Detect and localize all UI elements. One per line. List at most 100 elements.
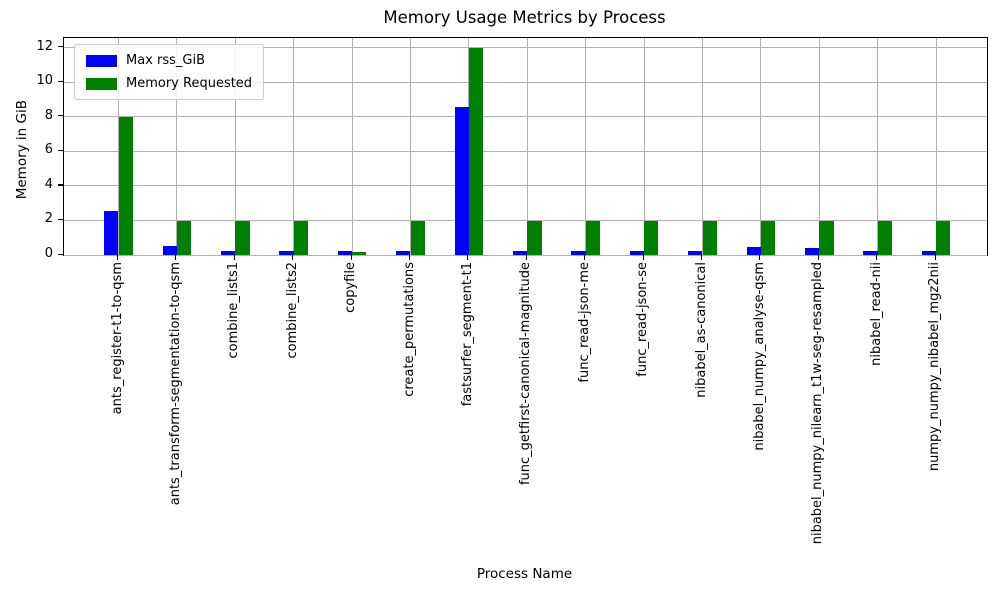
legend-item-max-rss: Max rss_GiB — [86, 53, 252, 68]
x-tick-label: fastsurfer_segment-t1 — [459, 262, 475, 407]
gridline-v — [410, 38, 411, 255]
x-tick-label: ants_transform-segmentation-to-qsm — [167, 262, 183, 506]
bar-max-rss — [921, 250, 937, 255]
y-tick-mark — [58, 80, 63, 82]
bar-memory-requested — [352, 251, 367, 255]
bar-max-rss — [220, 250, 236, 255]
legend-label-memory-requested: Memory Requested — [126, 76, 253, 91]
y-tick-mark — [58, 253, 63, 255]
x-tick-mark — [467, 255, 469, 260]
gridline-v — [293, 38, 295, 255]
gridline-v — [643, 38, 645, 255]
x-axis-label: Process Name — [476, 566, 573, 582]
x-tick-label: func_read-json-se — [635, 262, 651, 377]
gridline-v — [818, 38, 820, 255]
bar-memory-requested — [936, 221, 951, 255]
bar-max-rss — [863, 250, 878, 255]
x-tick-mark — [350, 255, 352, 260]
y-tick-label: 2 — [44, 211, 53, 227]
legend: Max rss_GiB Memory Requested — [74, 44, 265, 100]
x-tick-label: func_read-json-me — [576, 262, 592, 383]
bar-memory-requested — [644, 221, 659, 255]
bar-max-rss — [688, 250, 703, 255]
bar-memory-requested — [527, 221, 542, 255]
x-tick-label: numpy_numpy_nibabel_mgz2nii — [927, 262, 943, 472]
gridline-v — [702, 38, 703, 255]
y-tick-label: 6 — [44, 142, 53, 158]
gridline-v — [877, 38, 879, 255]
legend-item-memory-requested: Memory Requested — [86, 76, 252, 91]
bar-memory-requested — [410, 221, 425, 255]
bar-max-rss — [337, 250, 353, 255]
x-tick-mark — [700, 255, 703, 260]
legend-swatch-max-rss — [86, 54, 117, 67]
bar-max-rss — [396, 250, 411, 255]
x-tick-mark — [817, 255, 819, 260]
x-tick-mark — [759, 255, 761, 260]
x-tick-label: copyfile — [343, 262, 359, 313]
bar-max-rss — [454, 107, 469, 255]
x-tick-mark — [292, 255, 294, 260]
bar-max-rss — [804, 248, 820, 255]
x-tick-label: create_permutations — [401, 262, 417, 397]
gridline-h — [64, 47, 987, 48]
x-tick-mark — [116, 255, 119, 260]
x-tick-mark — [525, 255, 527, 260]
bar-max-rss — [746, 247, 761, 255]
bar-memory-requested — [176, 221, 192, 255]
x-tick-label: ants_register-t1-to-qsm — [109, 262, 125, 415]
bar-memory-requested — [877, 221, 893, 255]
bar-memory-requested — [760, 221, 776, 255]
y-tick-mark — [58, 46, 63, 48]
x-tick-label: nibabel_as-canonical — [693, 262, 709, 398]
x-tick-mark — [175, 255, 177, 260]
gridline-v — [526, 38, 528, 255]
bar-memory-requested — [819, 221, 834, 255]
x-tick-label: nibabel_numpy_nilearn_t1w-seg-resampled — [810, 262, 826, 545]
bar-max-rss — [279, 250, 294, 255]
gridline-h — [64, 81, 987, 83]
gridline-h — [64, 185, 987, 187]
gridline-h — [64, 254, 987, 256]
gridline-v — [585, 38, 587, 255]
y-tick-mark — [58, 115, 63, 117]
y-tick-mark — [58, 149, 63, 151]
x-tick-label: nibabel_numpy_analyse-qsm — [751, 262, 767, 451]
y-tick-label: 12 — [36, 38, 53, 54]
x-tick-mark — [408, 255, 411, 260]
chart-title: Memory Usage Metrics by Process — [383, 8, 666, 27]
gridline-v — [935, 38, 937, 255]
x-tick-label: combine_lists2 — [284, 262, 300, 359]
legend-label-max-rss: Max rss_GiB — [126, 53, 206, 68]
y-tick-label: 0 — [44, 246, 53, 261]
bar-memory-requested — [293, 221, 309, 255]
gridline-v — [176, 38, 178, 255]
y-tick-label: 10 — [36, 73, 53, 89]
y-tick-mark — [58, 184, 63, 186]
gridline-v — [351, 38, 353, 255]
x-tick-mark — [642, 255, 644, 260]
plot-area: Max rss_GiB Memory Requested — [63, 37, 988, 256]
bar-memory-requested — [118, 116, 133, 255]
x-tick-label: combine_lists1 — [226, 262, 242, 359]
y-tick-mark — [58, 218, 63, 221]
x-tick-label: func_getfirst-canonical-magnitude — [518, 262, 534, 486]
gridline-h — [64, 116, 987, 118]
bar-max-rss — [104, 210, 119, 255]
gridline-v — [234, 38, 236, 255]
y-tick-label: 8 — [44, 107, 53, 123]
bar-memory-requested — [702, 221, 717, 255]
bar-memory-requested — [585, 221, 601, 255]
legend-swatch-memory-requested — [86, 77, 117, 90]
bar-max-rss — [571, 250, 586, 255]
bar-max-rss — [512, 250, 528, 255]
y-tick-label: 4 — [44, 176, 53, 192]
x-tick-mark — [584, 255, 586, 260]
gridline-h — [64, 150, 987, 152]
x-tick-label: nibabel_read-nii — [868, 262, 884, 366]
x-tick-mark — [233, 255, 235, 260]
bar-max-rss — [162, 246, 177, 255]
bar-memory-requested — [235, 221, 250, 255]
x-tick-mark — [876, 255, 878, 260]
